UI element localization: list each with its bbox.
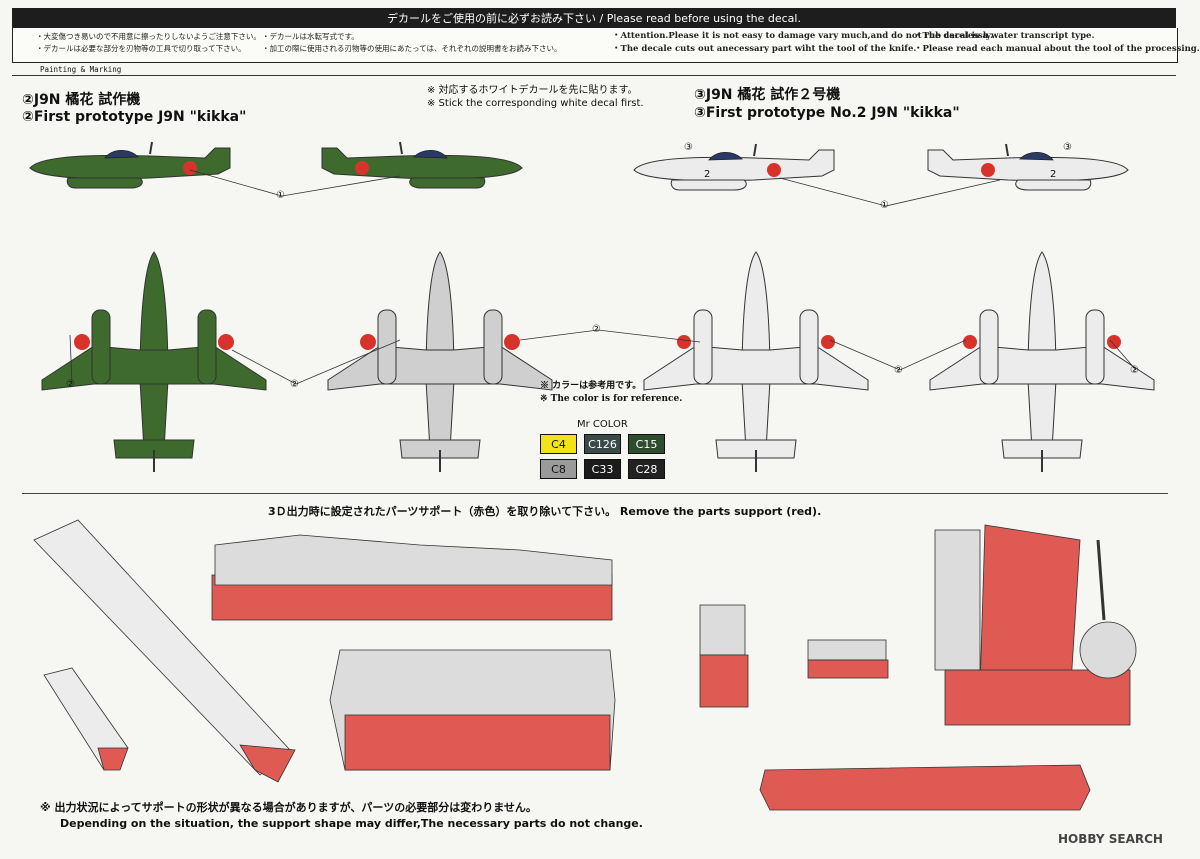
side-number-a: 2 — [704, 169, 711, 180]
plane-side-green-right — [321, 141, 523, 189]
support-parts-illustrations — [33, 519, 1137, 811]
callout-2-a: ② — [66, 379, 75, 390]
color-chip-c28: C28 — [628, 459, 665, 479]
note-jp-3: ・デカールは水転写式です。 — [262, 32, 359, 41]
callout-2-e: ② — [1130, 365, 1139, 376]
color-chip-c33: C33 — [584, 459, 621, 479]
right-heading-jp: ③J9N 橘花 試作２号機 — [694, 87, 841, 103]
section-rule — [12, 66, 1176, 76]
note-jp-4: ・加工の際に使用される刃物等の使用にあたっては、それぞれの説明書をお読み下さい。 — [262, 44, 562, 53]
plane-bottom-white — [929, 251, 1155, 473]
decal-instructions-title: デカールをご使用の前に必ずお読み下さい / Please read before… — [12, 8, 1176, 28]
callout-3-b: ③ — [1063, 142, 1072, 153]
plane-side-green-left — [29, 141, 231, 189]
note-en-4: ・Please read each manual about the tool … — [914, 44, 1200, 54]
note-en-1: ・Attention.Please it is not easy to dama… — [612, 31, 993, 41]
note-en-3: ・The decal is a water transcript type. — [914, 31, 1095, 41]
callout-3-a: ③ — [684, 142, 693, 153]
callout-1-right: ① — [880, 200, 889, 211]
color-chip-c8: C8 — [540, 459, 577, 479]
bottom-note-en: Depending on the situation, the support … — [60, 817, 643, 830]
plane-side-white-right — [927, 143, 1129, 191]
side-number-b: 2 — [1050, 169, 1057, 180]
callout-2-c: ② — [592, 324, 601, 335]
white-decal-note-jp: ※ 対応するホワイトデカールを先に貼ります。 — [427, 85, 638, 96]
note-jp-2: ・デカールは必要な部分を刃物等の工具で切り取って下さい。 — [36, 44, 246, 53]
support-heading: 3Ｄ出力時に設定されたパーツサポート（赤色）を取り除いて下さい。 Remove … — [268, 505, 822, 518]
note-en-2: ・The decale cuts out anecessary part wih… — [612, 44, 917, 54]
color-note-jp: ※ カラーは参考用です。 — [540, 381, 642, 391]
hobby-search-watermark: HOBBY SEARCH — [1058, 832, 1163, 846]
callout-1-left: ① — [276, 190, 285, 201]
section-label: Painting & Marking — [40, 65, 122, 74]
color-note-en: ※ The color is for reference. — [540, 394, 683, 404]
color-chip-c126: C126 — [584, 434, 621, 454]
section-divider — [22, 493, 1168, 494]
color-chip-c15: C15 — [628, 434, 665, 454]
plane-top-white — [643, 251, 869, 473]
decal-leader-lines — [69, 169, 1137, 385]
bottom-note-jp: ※ 出力状況によってサポートの形状が異なる場合がありますが、パーツの必要部分は変… — [40, 801, 537, 814]
left-heading-jp: ②J9N 橘花 試作機 — [22, 92, 141, 108]
right-heading-en: ③First prototype No.2 J9N "kikka" — [694, 105, 960, 121]
callout-2-b: ② — [290, 379, 299, 390]
plane-side-white-left — [633, 143, 835, 191]
white-decal-note-en: ※ Stick the corresponding white decal fi… — [427, 98, 644, 109]
plane-top-green — [41, 251, 267, 473]
color-chip-c4: C4 — [540, 434, 577, 454]
callout-2-d: ② — [894, 365, 903, 376]
mr-color-label: Mr COLOR — [577, 419, 628, 430]
plane-bottom-gray — [327, 251, 553, 473]
note-jp-1: ・大変傷つき易いので不用意に擦ったりしないようご注意下さい。 — [36, 32, 261, 41]
left-heading-en: ②First prototype J9N "kikka" — [22, 109, 247, 125]
decal-notes-box — [12, 28, 1178, 63]
